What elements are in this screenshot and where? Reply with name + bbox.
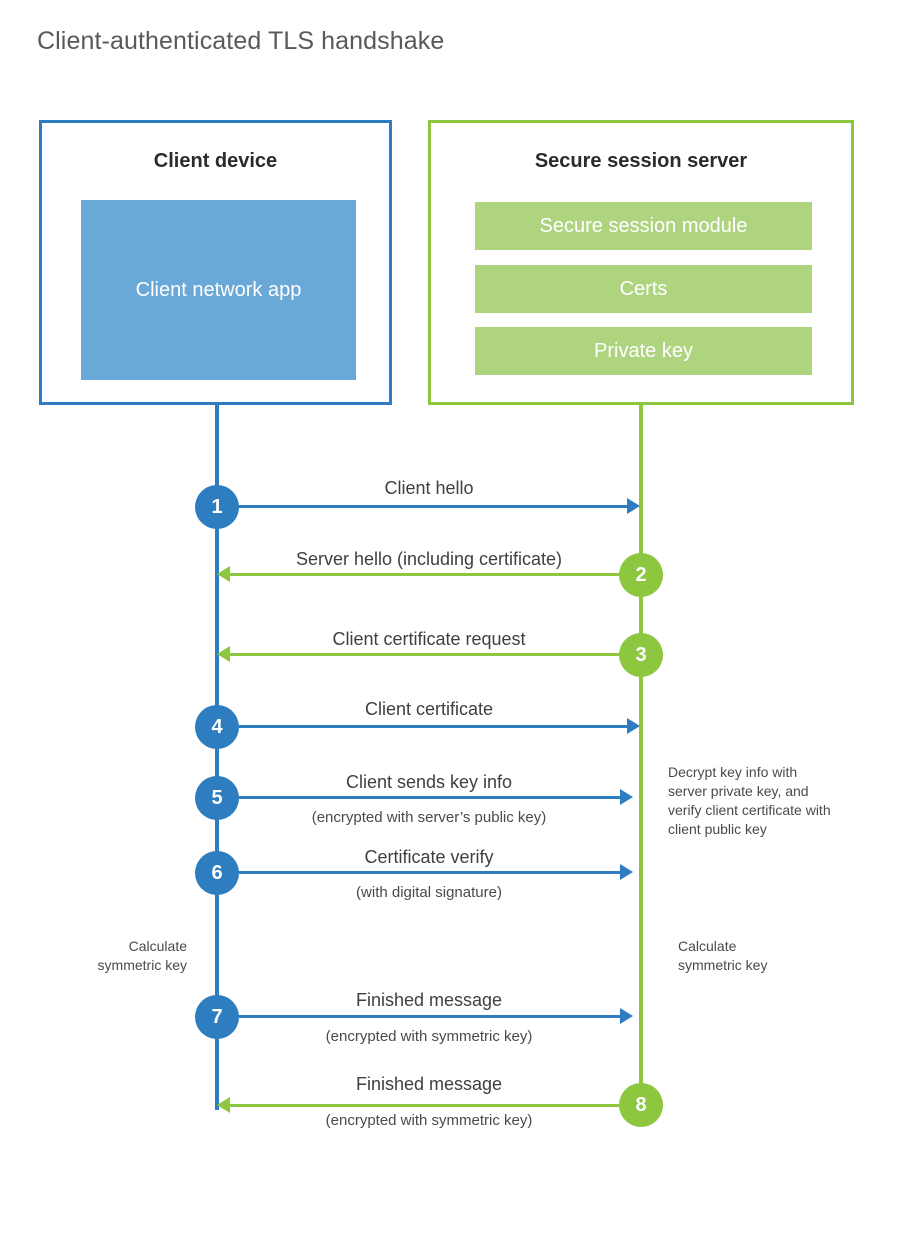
client-network-app-block: Client network app xyxy=(81,200,356,380)
step-marker-7[interactable]: 7 xyxy=(195,995,239,1039)
step-7-arrow-head-icon xyxy=(620,1008,633,1024)
step-7-arrow-line xyxy=(217,1015,620,1018)
step-8-arrow-head-icon xyxy=(217,1097,230,1113)
step-6-arrow-line xyxy=(217,871,620,874)
server-component-private-key: Private key xyxy=(475,327,812,375)
step-2-arrow-line xyxy=(230,573,641,576)
step-1-arrow-line xyxy=(217,505,627,508)
step-8-label: Finished message xyxy=(355,1074,503,1094)
client-device-box: Client device Client network app xyxy=(39,120,392,405)
step-marker-2[interactable]: 2 xyxy=(619,553,663,597)
step-5-arrow-head-icon xyxy=(620,789,633,805)
step-5-arrow-line xyxy=(217,796,620,799)
step-6-arrow-head-icon xyxy=(620,864,633,880)
step-4-arrow-line xyxy=(217,725,627,728)
step-6-sublabel: (with digital signature) xyxy=(356,884,502,901)
step-3-arrow-line xyxy=(230,653,641,656)
step-2-arrow-head-icon xyxy=(217,566,230,582)
secure-session-server-box: Secure session server Secure session mod… xyxy=(428,120,854,405)
step-3-label: Client certificate request xyxy=(332,629,526,649)
server-component-secure-session-module: Secure session module xyxy=(475,202,812,250)
step-3-arrow-head-icon xyxy=(217,646,230,662)
step-marker-4[interactable]: 4 xyxy=(195,705,239,749)
secure-session-server-title: Secure session server xyxy=(534,150,748,172)
step-7-sublabel: (encrypted with symmetric key) xyxy=(325,1028,533,1045)
step-6-label: Certificate verify xyxy=(364,847,494,867)
server-component-certs: Certs xyxy=(475,265,812,313)
step-5-label: Client sends key info xyxy=(345,772,513,792)
client-lifeline xyxy=(215,405,219,1110)
step-marker-3[interactable]: 3 xyxy=(619,633,663,677)
step-4-arrow-head-icon xyxy=(627,718,640,734)
server-decrypt-annotation: Decrypt key info with server private key… xyxy=(668,764,831,837)
step-marker-8[interactable]: 8 xyxy=(619,1083,663,1127)
step-1-label: Client hello xyxy=(384,478,474,498)
step-8-sublabel: (encrypted with symmetric key) xyxy=(325,1112,533,1129)
server-lifeline xyxy=(639,405,643,1105)
step-2-label: Server hello (including certificate) xyxy=(295,549,563,569)
client-device-title: Client device xyxy=(153,150,278,172)
server-calculate-symmetric-key-note: Calculate symmetric key xyxy=(678,938,768,973)
step-8-arrow-line xyxy=(230,1104,641,1107)
step-marker-6[interactable]: 6 xyxy=(195,851,239,895)
step-marker-5[interactable]: 5 xyxy=(195,776,239,820)
step-5-sublabel: (encrypted with server’s public key) xyxy=(311,809,547,826)
step-4-label: Client certificate xyxy=(364,699,494,719)
client-calculate-symmetric-key-note: Calculate symmetric key xyxy=(97,938,187,973)
step-7-label: Finished message xyxy=(355,990,503,1010)
page-title: Client-authenticated TLS handshake xyxy=(37,27,445,55)
step-1-arrow-head-icon xyxy=(627,498,640,514)
step-marker-1[interactable]: 1 xyxy=(195,485,239,529)
